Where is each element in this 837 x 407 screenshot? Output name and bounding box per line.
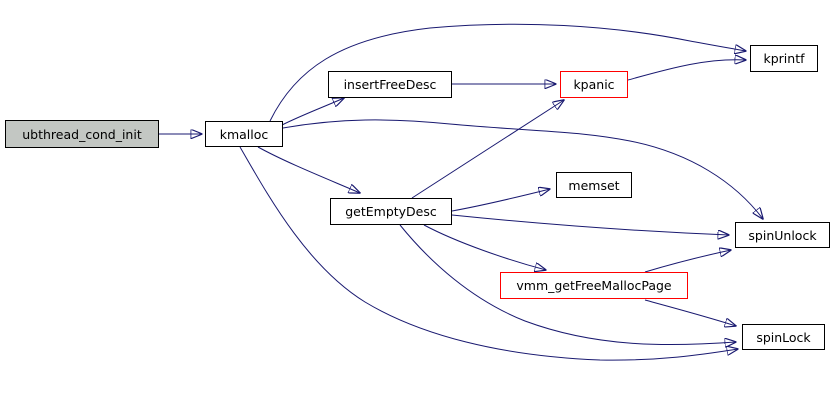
node-kprintf[interactable]: kprintf [750, 45, 818, 72]
node-spinLock[interactable]: spinLock [742, 324, 825, 350]
edge-kmalloc-to-insertFreeDesc [281, 98, 344, 126]
node-label: spinLock [756, 329, 811, 345]
edge-getEmptyDesc-to-memset [451, 189, 550, 212]
node-label: spinUnlock [748, 227, 817, 243]
node-vmm_getFreeMallocPage[interactable]: vmm_getFreeMallocPage [500, 272, 688, 299]
edge-vmm_getFreeMallocPage-to-spinUnlock [644, 250, 731, 273]
edge-kmalloc-to-spinLock [239, 146, 738, 361]
edge-kpanic-to-kprintf [627, 60, 746, 81]
edge-kmalloc-to-getEmptyDesc [257, 146, 360, 193]
node-kmalloc[interactable]: kmalloc [205, 121, 283, 147]
node-ubthread_cond_init[interactable]: ubthread_cond_init [5, 120, 159, 148]
node-label: ubthread_cond_init [22, 126, 142, 142]
node-insertFreeDesc[interactable]: insertFreeDesc [328, 71, 452, 98]
node-label: kpanic [573, 77, 615, 92]
edge-vmm_getFreeMallocPage-to-spinLock [644, 299, 736, 326]
edge-kmalloc-to-kprintf [269, 23, 746, 122]
node-label: memset [568, 177, 620, 193]
edge-getEmptyDesc-to-spinLock [399, 224, 736, 345]
node-memset[interactable]: memset [556, 172, 632, 198]
node-label: kmalloc [219, 126, 269, 142]
edge-getEmptyDesc-to-vmm_getFreeMallocPage [423, 224, 546, 270]
node-kpanic[interactable]: kpanic [560, 71, 628, 98]
edge-kmalloc-to-spinUnlock [282, 119, 763, 219]
edge-getEmptyDesc-to-spinUnlock [451, 214, 729, 235]
edge-getEmptyDesc-to-kpanic [411, 100, 564, 199]
node-label: getEmptyDesc [345, 204, 437, 219]
node-label: kprintf [763, 51, 805, 66]
node-label: insertFreeDesc [343, 77, 437, 92]
node-label: vmm_getFreeMallocPage [516, 278, 672, 293]
node-getEmptyDesc[interactable]: getEmptyDesc [330, 198, 452, 225]
node-spinUnlock[interactable]: spinUnlock [735, 222, 830, 248]
